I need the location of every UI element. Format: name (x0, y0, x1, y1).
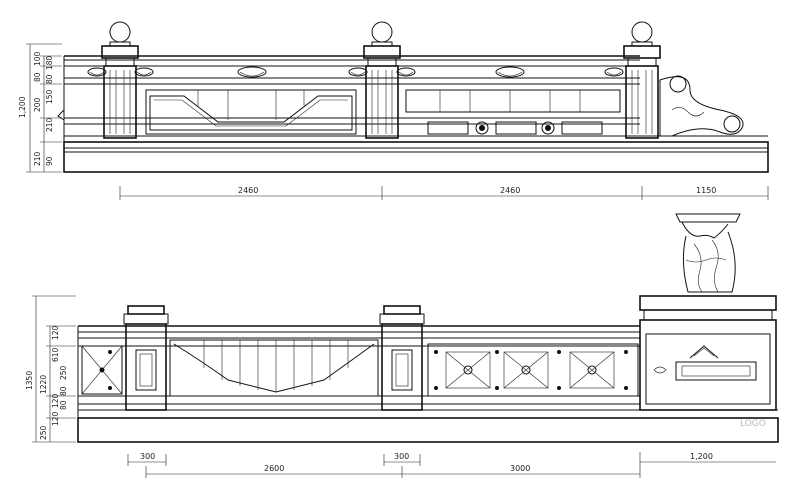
bottom-lattice-left (81, 345, 123, 395)
dim-v-bot-9: 80 (59, 386, 68, 396)
dim-v-bot-8: 250 (59, 365, 68, 380)
dim-v-bot-5: 610 (51, 347, 60, 362)
dim-v-bot-7: 120 (51, 411, 60, 426)
bottom-post-left (123, 305, 169, 411)
top-balustrade-elevation: 1,200 100 200 80 150 80 180 210 210 90 2… (18, 21, 769, 200)
bottom-vertical-dimensions: 1350 1220 250 120 610 120 120 250 80 80 (25, 295, 76, 443)
bottom-lattice-right (427, 343, 639, 397)
scroll-end-ornament (659, 75, 744, 137)
dim-v-top-9: 210 (33, 151, 42, 166)
dim-v-top-10: 90 (45, 156, 54, 166)
dim-v-top-6: 80 (45, 74, 54, 84)
statue-pedestal (639, 295, 777, 411)
top-vertical-dimensions: 1,200 100 200 80 150 80 180 210 210 90 (18, 43, 62, 173)
dim-h-top-3: 1150 (696, 186, 716, 195)
dim-v-bot-2: 1220 (39, 375, 48, 394)
dim-h-bot-3: 300 (394, 452, 409, 461)
dim-h-bot-5: 1,200 (690, 452, 713, 461)
top-post-left (101, 21, 139, 139)
bottom-horizontal-dimensions: 300 2600 300 3000 1,200 (127, 452, 776, 478)
top-post-right (623, 21, 661, 139)
dim-v-bot-10: 80 (59, 400, 68, 410)
dim-v-top-1: 1,200 (18, 96, 27, 118)
bottom-swag-panel (169, 339, 379, 397)
top-right-panel (405, 89, 621, 135)
dim-v-bot-3: 250 (39, 425, 48, 440)
dim-v-top-8: 210 (45, 117, 54, 132)
dim-v-top-5: 150 (45, 89, 54, 104)
dim-h-top-2: 2460 (500, 186, 520, 195)
dim-h-bot-1: 300 (140, 452, 155, 461)
dim-v-top-7: 180 (45, 55, 54, 70)
watermark-text: LOGO (740, 419, 766, 429)
dim-v-top-2: 100 (33, 51, 42, 66)
dim-v-bot-1: 1350 (25, 371, 34, 390)
dim-v-bot-6: 120 (51, 393, 60, 408)
dim-h-bot-4: 3000 (510, 464, 530, 473)
dim-h-bot-2: 2600 (264, 464, 284, 473)
top-left-panel (145, 89, 357, 135)
statue-figure (675, 213, 741, 293)
bottom-balustrade-elevation: 1350 1220 250 120 610 120 120 250 80 80 … (25, 213, 779, 478)
top-post-middle (363, 21, 401, 139)
bottom-post-middle (379, 305, 425, 411)
dim-h-top-1: 2460 (238, 186, 258, 195)
basket-ornament (87, 66, 624, 78)
top-horizontal-dimensions: 2460 2460 1150 (119, 186, 769, 200)
dim-v-top-3: 200 (33, 97, 42, 112)
dim-v-bot-4: 120 (51, 325, 60, 340)
dim-v-top-4: 80 (33, 72, 42, 82)
